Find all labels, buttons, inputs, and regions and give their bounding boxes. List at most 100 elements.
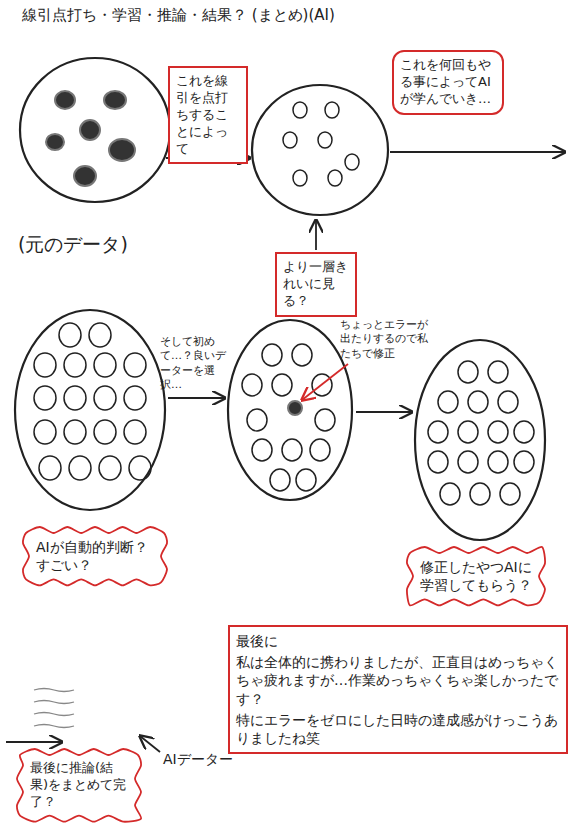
data-dot: [440, 483, 460, 505]
data-dot: [498, 391, 518, 413]
node-text: 特にエラーをゼロにした日時の達成感がけっこうありましたね笑: [236, 711, 560, 747]
data-dot: [94, 386, 116, 410]
data-dot: [318, 132, 332, 148]
reflection-box: 最後に私は全体的に携わりましたが、正直目はめっちゃくちゃ疲れますが…作業めっちゃ…: [228, 625, 568, 754]
data-dot: [59, 323, 81, 347]
data-dot: [428, 421, 448, 443]
cloud-outline-path: [17, 749, 141, 822]
dark-data-dot: [55, 91, 75, 109]
step-note: そして初めて…？良いデーターを選択…: [160, 335, 234, 392]
data-dot: [293, 102, 307, 118]
dark-data-dot: [109, 139, 135, 161]
node-text: 修正したやつAIに学習してもらう？: [420, 558, 532, 594]
data-dot: [252, 439, 272, 461]
data-dot: [270, 469, 290, 491]
dark-data-dot: [74, 166, 96, 186]
data-dot: [124, 420, 146, 444]
data-dot: [325, 102, 339, 118]
node-text: 最後に: [236, 632, 560, 650]
data-dot: [468, 391, 488, 413]
dark-data-dot: [104, 91, 126, 109]
data-dot: [94, 353, 116, 377]
callout-box: これを何回もやる事によってAIが学んでいき…: [392, 50, 504, 115]
data-dot: [64, 386, 86, 410]
dark-data-dot: [46, 134, 64, 150]
data-dot: [272, 374, 292, 396]
node-text: 私は全体的に携わりましたが、正直目はめっちゃくちゃ疲れますが…作業めっちゃくちゃ…: [236, 653, 560, 708]
node-text: 最後に推論(結果)をまとめて完了？: [30, 760, 128, 811]
data-dot: [458, 421, 478, 443]
error-note: ちょっとエラーが出たりするので私たちで修正: [340, 318, 435, 361]
data-dot: [428, 451, 448, 473]
title: 線引点打ち・学習・推論・結果？ (まとめ)(AI): [22, 6, 442, 26]
pointer-arrow: [140, 736, 160, 752]
data-dot: [242, 374, 262, 396]
node-text: AIが自動的判断？すごい？: [36, 538, 154, 574]
cloud-outline: [26, 530, 164, 582]
data-dot: [292, 344, 312, 366]
data-dot: [89, 323, 111, 347]
data-scribble: [34, 713, 74, 716]
flow-arrow: [168, 397, 225, 399]
flow-arrow: [390, 151, 565, 153]
data-dot: [500, 483, 520, 505]
comment-cloud: 最後に推論(結果)をまとめて完了？: [20, 752, 138, 819]
data-dot: [296, 469, 316, 491]
data-dot: [124, 386, 146, 410]
data-dot: [315, 409, 335, 431]
data-dot: [34, 420, 56, 444]
comment-cloud: 修正したやつAIに学習してもらう？: [410, 550, 542, 602]
data-dot: [328, 170, 342, 186]
data-dot: [458, 361, 478, 383]
pointer-arrow: [315, 220, 317, 250]
data-dot: [282, 439, 302, 461]
data-dot: [39, 456, 61, 480]
data-scribble: [34, 725, 74, 728]
data-dot: [69, 456, 91, 480]
annotated-data-circle: [252, 85, 388, 215]
corrected-data-ellipse: [415, 340, 545, 540]
node-text: これを何回もやる事によってAIが学んでいき…: [400, 57, 496, 108]
data-dot: [470, 483, 490, 505]
dark-data-dot: [288, 401, 302, 415]
data-dot: [310, 439, 330, 461]
data-dot: [124, 353, 146, 377]
callout-box: これを線引を点打ちすることによって: [168, 66, 248, 164]
data-label: AIデーター: [163, 750, 273, 768]
data-dot: [438, 391, 458, 413]
data-dot: [488, 361, 508, 383]
data-dot: [293, 170, 307, 186]
data-dot: [94, 420, 116, 444]
cloud-outline: [410, 550, 542, 602]
cloud-outline-path: [407, 547, 545, 606]
node-text: これを線引を点打ちすることによって: [176, 73, 240, 157]
data-scribble: [34, 689, 74, 692]
flow-arrow: [356, 411, 412, 413]
node-text: より一層きれいに見る？: [283, 259, 349, 310]
data-dot: [64, 420, 86, 444]
dark-data-dot: [80, 120, 100, 140]
data-dot: [34, 386, 56, 410]
ai-judged-data-ellipse: [15, 310, 165, 510]
original-data-circle: [20, 58, 170, 202]
data-dot: [99, 456, 121, 480]
data-dot: [283, 132, 297, 148]
data-dot: [514, 421, 534, 443]
cloud-outline-path: [23, 527, 167, 585]
data-dot: [488, 451, 508, 473]
data-dot: [247, 409, 267, 431]
data-dot: [262, 344, 282, 366]
data-caption: (元のデータ): [18, 232, 168, 257]
data-arrow: [6, 741, 62, 743]
data-dot: [488, 421, 508, 443]
comment-cloud: AIが自動的判断？すごい？: [26, 530, 164, 582]
data-dot: [64, 353, 86, 377]
data-dot: [345, 154, 359, 170]
selected-data-ellipse: [228, 320, 352, 500]
data-dot: [514, 451, 534, 473]
data-dot: [458, 451, 478, 473]
callout-box: より一層きれいに見る？: [275, 252, 357, 317]
data-dot: [129, 456, 151, 480]
data-scribble: [34, 701, 74, 704]
error-pointer-arrow: [302, 364, 348, 400]
